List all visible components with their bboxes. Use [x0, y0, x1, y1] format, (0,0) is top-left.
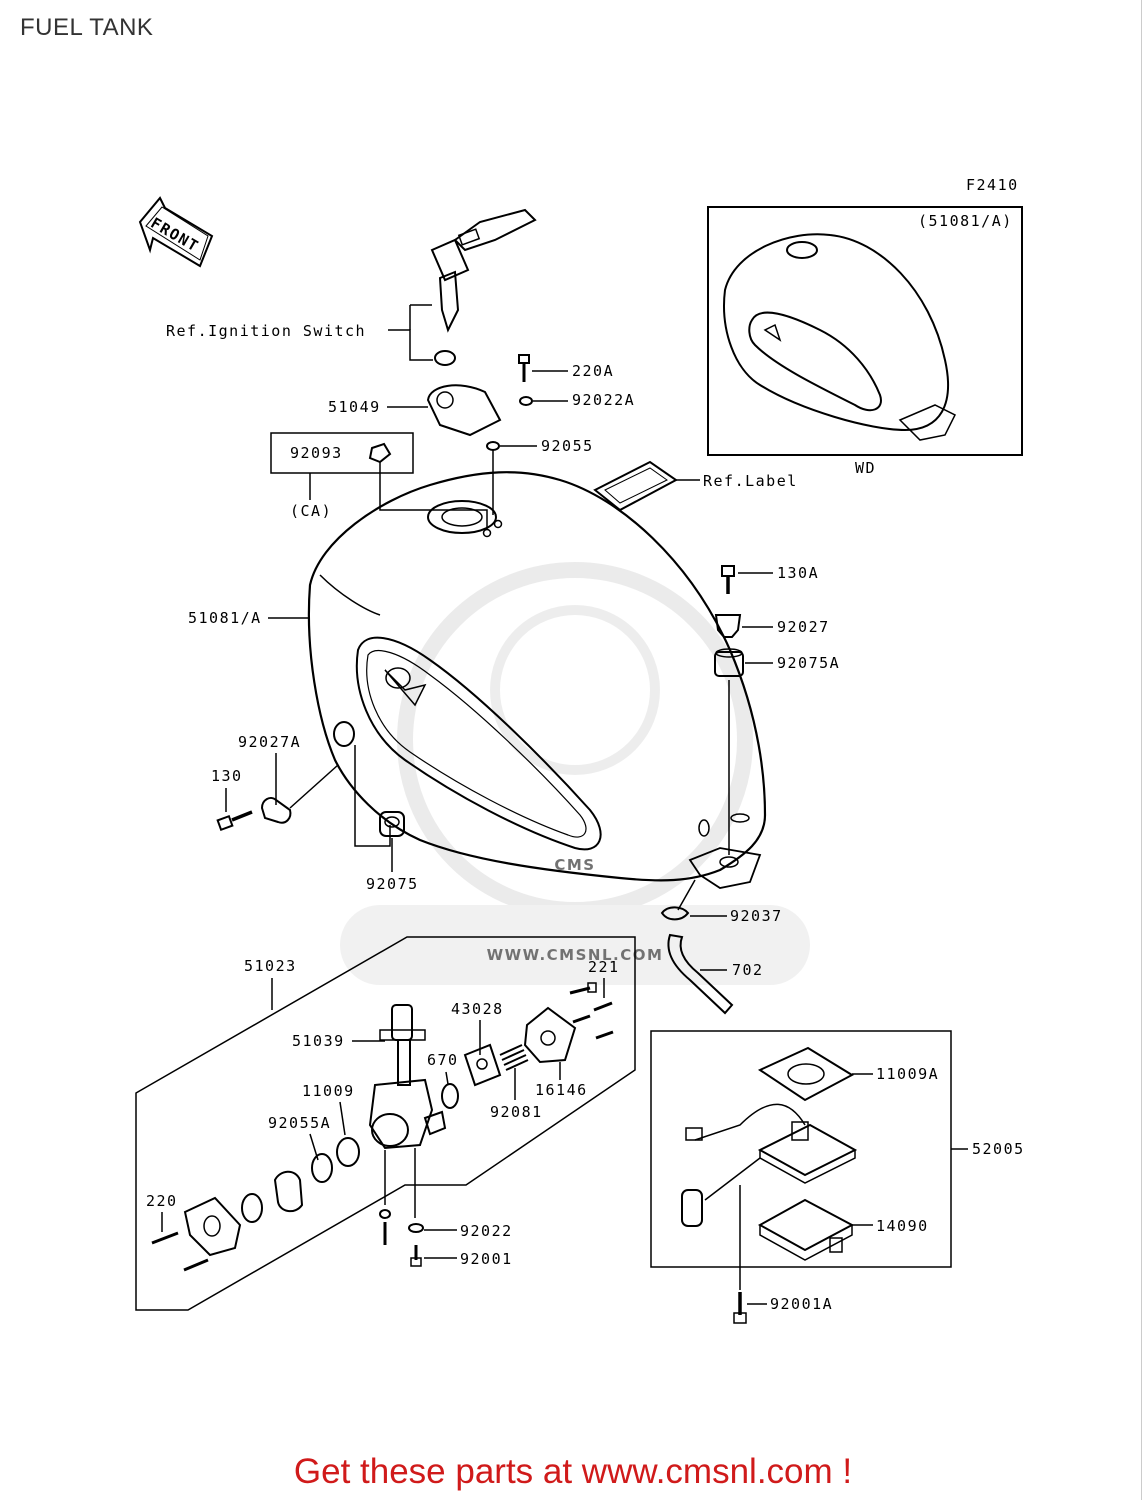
- watermark-url: WWW.CMSNL.COM: [487, 946, 664, 964]
- part-220-screws-icon: [151, 1231, 209, 1272]
- label-11009: 11009: [302, 1082, 355, 1100]
- label-702: 702: [732, 961, 764, 979]
- part-92022A-washer-icon: [519, 396, 533, 406]
- label-ca: (CA): [290, 502, 332, 520]
- part-221-screws-icon: [569, 982, 614, 1040]
- label-92037: 92037: [730, 907, 783, 925]
- part-130A-bolt-icon: [721, 565, 735, 594]
- fuel-cock-group-outline: [135, 936, 636, 1311]
- front-arrow-icon: FRONT: [138, 196, 214, 268]
- label-16146: 16146: [535, 1081, 588, 1099]
- part-92027A-collar-icon: [260, 797, 292, 824]
- retainer-plate-icon: [183, 1196, 242, 1257]
- part-702-hose-icon: [667, 933, 734, 1015]
- label-92027: 92027: [777, 618, 830, 636]
- part-670-oring-icon: [441, 1083, 459, 1109]
- label-11009A: 11009A: [876, 1065, 939, 1083]
- label-92055: 92055: [541, 437, 594, 455]
- part-130-bolt-icon: [216, 810, 253, 832]
- label-92081: 92081: [490, 1103, 543, 1121]
- part-92075A-damper-icon: [714, 648, 744, 677]
- label-220A: 220A: [572, 362, 614, 380]
- inset-model-tag: WD: [855, 459, 876, 477]
- label-92001: 92001: [460, 1250, 513, 1268]
- part-92055A-oring-icon: [311, 1153, 333, 1183]
- footer-link[interactable]: Get these parts at www.cmsnl.com !: [293, 1452, 853, 1491]
- label-92027A: 92027A: [238, 733, 301, 751]
- label-92001A: 92001A: [770, 1295, 833, 1313]
- part-92001A-bolt-icon: [733, 1292, 747, 1324]
- label-130A: 130A: [777, 564, 819, 582]
- part-92055-washer-icon: [486, 441, 500, 451]
- page-border: [1141, 0, 1142, 1500]
- part-14090-bracket-icon: [757, 1198, 855, 1261]
- lever-icon: [273, 1170, 304, 1213]
- label-52005: 52005: [972, 1140, 1025, 1158]
- callout-box-92093: [270, 432, 414, 474]
- label-130: 130: [211, 767, 243, 785]
- label-92022A: 92022A: [572, 391, 635, 409]
- part-92075-damper-icon: [379, 811, 405, 837]
- oring-icon: [241, 1193, 263, 1223]
- part-92022-washer-icon: [408, 1223, 424, 1233]
- label-ref-label: Ref.Label: [703, 472, 798, 490]
- part-92081-spring-icon: [499, 1044, 529, 1071]
- page-title: FUEL TANK: [20, 14, 154, 41]
- ignition-key-icon: [430, 208, 537, 333]
- washer-icon: [379, 1209, 391, 1219]
- label-92075: 92075: [366, 875, 419, 893]
- cmsnl-watermark: CMS WWW.CMSNL.COM: [340, 562, 810, 985]
- label-221: 221: [588, 958, 620, 976]
- label-ref-ignition: Ref.Ignition Switch: [166, 322, 366, 340]
- label-14090: 14090: [876, 1217, 929, 1235]
- fuel-cock-body-icon: [368, 1004, 447, 1150]
- part-92037-clip-icon: [660, 906, 690, 921]
- part-43028-plate-icon: [463, 1043, 502, 1087]
- part-16146-cover-icon: [523, 1006, 577, 1064]
- inset-callout: (51081/A): [918, 212, 1013, 230]
- watermark-logo: CMS: [554, 856, 595, 874]
- label-51049: 51049: [328, 398, 381, 416]
- fuel-tank-main-icon: [307, 471, 767, 889]
- part-11009A-gasket-icon: [757, 1046, 855, 1102]
- level-gauge-unit-icon: [681, 1103, 858, 1227]
- label-51023: 51023: [244, 957, 297, 975]
- part-11009-gasket-icon: [336, 1137, 360, 1167]
- label-220: 220: [146, 1192, 178, 1210]
- label-670: 670: [427, 1051, 459, 1069]
- label-92022: 92022: [460, 1222, 513, 1240]
- label-51039: 51039: [292, 1032, 345, 1050]
- part-51049-cover-icon: [426, 384, 502, 437]
- label-51081A: 51081/A: [188, 609, 262, 627]
- part-92027-collar-icon: [714, 614, 742, 638]
- label-43028: 43028: [451, 1000, 504, 1018]
- label-92075A: 92075A: [777, 654, 840, 672]
- part-92093-nut-icon: [368, 442, 392, 464]
- figure-code: F2410: [966, 176, 1019, 194]
- part-92001-bolt-icon: [410, 1245, 422, 1267]
- inset-box: (51081/A) WD: [707, 206, 1023, 477]
- part-220A-screw-icon: [518, 354, 530, 382]
- label-92093: 92093: [290, 444, 343, 462]
- label-92055A: 92055A: [268, 1114, 331, 1132]
